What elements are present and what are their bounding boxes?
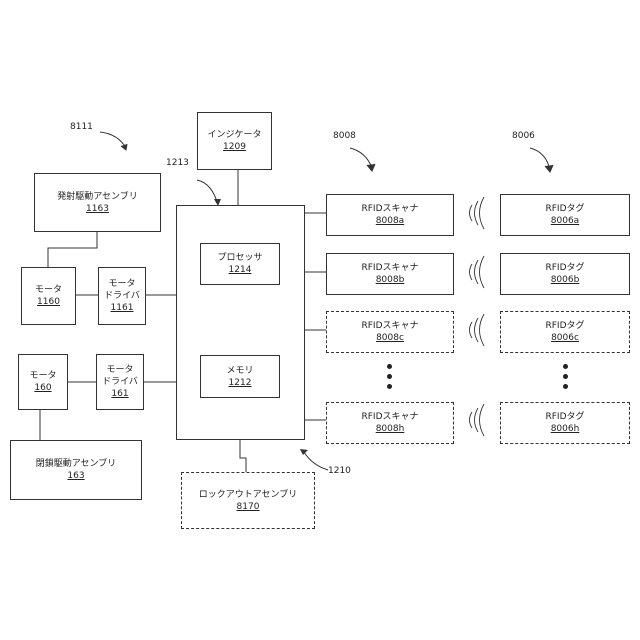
controller-box (176, 205, 305, 440)
ref-8111: 8111 (70, 122, 93, 132)
scanner-num: 8008c (376, 332, 404, 344)
tag-box-b: RFIDタグ 8006b (500, 253, 630, 295)
processor-box: プロセッサ 1214 (200, 243, 280, 285)
wave-icon-a (470, 197, 485, 229)
scanner-num: 8008a (376, 215, 404, 227)
arrow-8111 (100, 132, 126, 148)
indicator-box: インジケータ 1209 (197, 112, 272, 170)
ellipsis-dot (563, 364, 568, 369)
ellipsis-dot (387, 374, 392, 379)
memory-label: メモリ (226, 365, 253, 377)
driver-top-box: モータ ドライバ 1161 (98, 267, 146, 325)
firing-drive-box: 発射駆動アセンブリ 1163 (34, 173, 161, 232)
ref-1213: 1213 (166, 158, 189, 168)
scanner-num: 8008h (376, 423, 405, 435)
motor-bottom-box: モータ 160 (18, 354, 68, 410)
closure-drive-label: 閉鎖駆動アセンブリ (36, 458, 117, 470)
tag-label: RFIDタグ (545, 320, 584, 332)
tag-label: RFIDタグ (545, 411, 584, 423)
tag-label: RFIDタグ (545, 262, 584, 274)
driver-top-label2: ドライバ (104, 290, 140, 302)
scanner-label: RFIDスキャナ (361, 320, 418, 332)
scanner-label: RFIDスキャナ (361, 411, 418, 423)
ellipsis-dot (563, 384, 568, 389)
ellipsis-dot (387, 364, 392, 369)
wave-icon-b (470, 256, 485, 288)
indicator-label: インジケータ (207, 129, 261, 141)
scanner-num: 8008b (376, 274, 405, 286)
wire-firing-motor (48, 232, 97, 267)
processor-label: プロセッサ (217, 252, 262, 264)
driver-top-num: 1161 (111, 302, 134, 314)
scanner-box-a: RFIDスキャナ 8008a (326, 194, 454, 236)
wire-controller-lockout (240, 440, 246, 472)
driver-bottom-label1: モータ (106, 364, 133, 376)
tag-num: 8006a (551, 215, 579, 227)
firing-drive-label: 発射駆動アセンブリ (57, 191, 138, 203)
tag-num: 8006b (551, 274, 580, 286)
scanner-box-b: RFIDスキャナ 8008b (326, 253, 454, 295)
tag-box-c: RFIDタグ 8006c (500, 311, 630, 353)
processor-num: 1214 (229, 264, 252, 276)
scanner-box-c: RFIDスキャナ 8008c (326, 311, 454, 353)
closure-drive-box: 閉鎖駆動アセンブリ 163 (10, 440, 142, 500)
ellipsis-dot (563, 374, 568, 379)
lockout-box: ロックアウトアセンブリ 8170 (181, 472, 315, 529)
leader-1213 (197, 180, 218, 205)
motor-top-box: モータ 1160 (21, 267, 76, 325)
scanner-label: RFIDスキャナ (361, 203, 418, 215)
driver-bottom-label2: ドライバ (102, 376, 138, 388)
ref-1210: 1210 (328, 466, 351, 476)
tag-box-a: RFIDタグ 8006a (500, 194, 630, 236)
scanner-box-h: RFIDスキャナ 8008h (326, 402, 454, 444)
leader-1210 (304, 452, 328, 470)
tag-label: RFIDタグ (545, 203, 584, 215)
closure-drive-num: 163 (67, 470, 84, 482)
ref-8008: 8008 (333, 131, 356, 141)
ellipsis-dot (387, 384, 392, 389)
driver-bottom-num: 161 (111, 388, 128, 400)
indicator-num: 1209 (223, 141, 246, 153)
firing-drive-num: 1163 (86, 203, 109, 215)
wave-icon-c (470, 314, 485, 346)
motor-bottom-num: 160 (34, 382, 51, 394)
tag-num: 8006h (551, 423, 580, 435)
driver-bottom-box: モータ ドライバ 161 (96, 354, 144, 410)
motor-bottom-label: モータ (29, 370, 56, 382)
driver-top-label1: モータ (108, 278, 135, 290)
tag-num: 8006c (551, 332, 579, 344)
ref-8006: 8006 (512, 131, 535, 141)
memory-num: 1212 (229, 377, 252, 389)
memory-box: メモリ 1212 (200, 355, 280, 398)
wave-icon-h (470, 404, 485, 436)
motor-top-label: モータ (35, 284, 62, 296)
tag-box-h: RFIDタグ 8006h (500, 402, 630, 444)
lockout-label: ロックアウトアセンブリ (199, 489, 298, 501)
lockout-num: 8170 (237, 501, 260, 513)
motor-top-num: 1160 (37, 296, 60, 308)
scanner-label: RFIDスキャナ (361, 262, 418, 274)
